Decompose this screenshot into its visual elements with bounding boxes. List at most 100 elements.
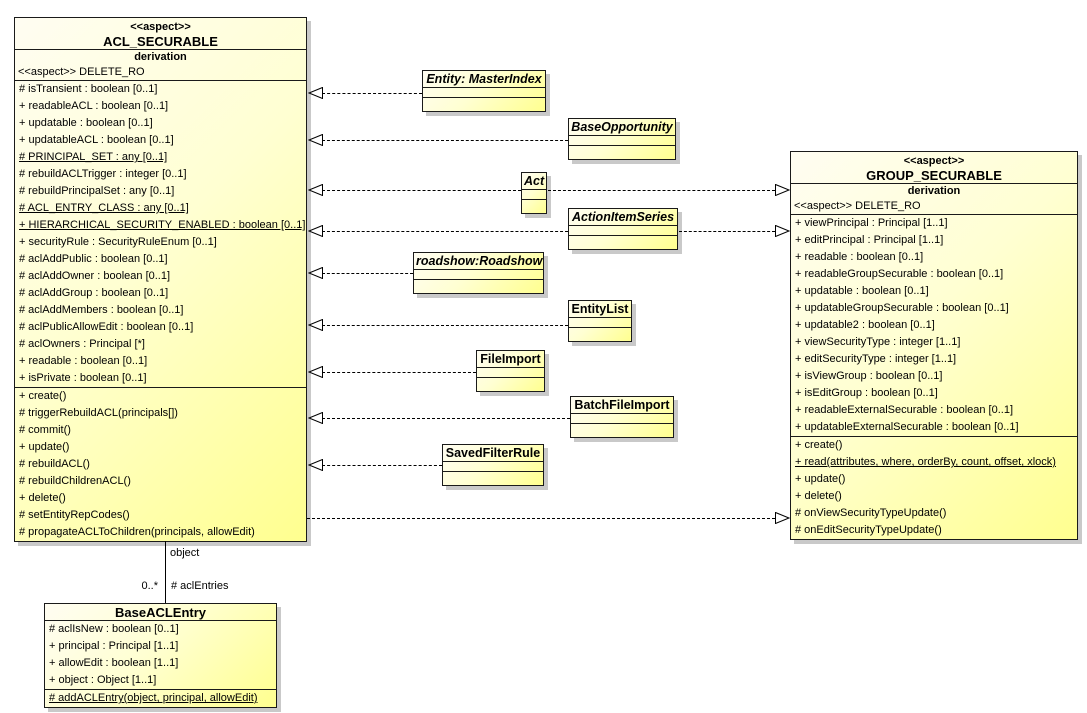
- class-batchfileimport[interactable]: BatchFileImport: [570, 396, 674, 438]
- hollow-triangle-left-icon: [307, 458, 323, 472]
- attribute-row: # rebuildACLTrigger : integer [0..1]: [19, 168, 187, 180]
- realization-line-savedfilterrule-acl: [322, 465, 442, 466]
- attribute-row: + updatable : boolean [0..1]: [795, 285, 929, 297]
- operation-row: # rebuildChildrenACL(): [19, 475, 131, 487]
- operation-row: # addACLEntry(object, principal, allowEd…: [49, 692, 258, 704]
- attribute-row: + readableGroupSecurable : boolean [0..1…: [795, 268, 1004, 280]
- attribute-row: + editPrincipal : Principal [1..1]: [795, 234, 944, 246]
- class-entity-masterindex[interactable]: Entity: MasterIndex: [422, 70, 546, 112]
- operation-row: + update(): [795, 473, 846, 485]
- class-fileimport[interactable]: FileImport: [476, 350, 545, 392]
- attribute-row: + viewPrincipal : Principal [1..1]: [795, 217, 948, 229]
- class-entitylist[interactable]: EntityList: [568, 300, 632, 342]
- class-title: Act: [522, 174, 546, 190]
- class-title: Entity: MasterIndex: [423, 71, 545, 88]
- realization-line-roadshow-acl: [322, 273, 413, 274]
- class-acl-securable[interactable]: <<aspect>> ACL_SECURABLE derivation <<as…: [14, 17, 307, 542]
- operation-row: + delete(): [19, 492, 66, 504]
- realization-line-entitylist-acl: [322, 325, 568, 326]
- attributes-compartment: [477, 368, 544, 378]
- attribute-row: + updatable2 : boolean [0..1]: [795, 319, 935, 331]
- attribute-row: + updatableGroupSecurable : boolean [0..…: [795, 302, 1009, 314]
- realization-line-fileimport-acl: [322, 372, 476, 373]
- hollow-triangle-left-icon: [307, 411, 323, 425]
- class-actionitemseries[interactable]: ActionItemSeries: [568, 208, 678, 250]
- class-title: GROUP_SECURABLE: [866, 168, 1002, 183]
- attributes-compartment: [569, 226, 677, 236]
- realization-line-acl-group: [307, 518, 775, 519]
- class-title: ActionItemSeries: [569, 209, 677, 226]
- operation-row: # setEntityRepCodes(): [19, 509, 130, 521]
- operation-row: # commit(): [19, 424, 71, 436]
- attribute-row: + updatableACL : boolean [0..1]: [19, 134, 174, 146]
- operations-compartment: + create()# triggerRebuildACL(principals…: [15, 387, 306, 541]
- class-savedfilterrule[interactable]: SavedFilterRule: [442, 444, 544, 486]
- attribute-row: + readableACL : boolean [0..1]: [19, 100, 169, 112]
- attribute-row: + object : Object [1..1]: [49, 674, 157, 686]
- class-stereotype: <<aspect>>: [130, 21, 191, 33]
- attribute-row: + updatable : boolean [0..1]: [19, 117, 153, 129]
- class-title: ACL_SECURABLE: [103, 34, 218, 49]
- attribute-row: + isViewGroup : boolean [0..1]: [795, 370, 943, 382]
- class-roadshow[interactable]: roadshow:Roadshow: [413, 252, 544, 294]
- realization-line-act-acl: [322, 190, 521, 191]
- operation-row: # onEditSecurityTypeUpdate(): [795, 524, 942, 536]
- class-baseopportunity[interactable]: BaseOpportunity: [568, 118, 676, 160]
- realization-line-actionitemseries-group: [679, 231, 775, 232]
- attribute-row: # ACL_ENTRY_CLASS : any [0..1]: [19, 202, 189, 214]
- attributes-compartment: [569, 136, 675, 146]
- attribute-row: # aclAddPublic : boolean [0..1]: [19, 253, 168, 265]
- class-act[interactable]: Act: [521, 172, 547, 214]
- realization-line-baseopportunity-acl: [322, 140, 568, 141]
- hollow-triangle-left-icon: [307, 365, 323, 379]
- operations-compartment: [522, 200, 546, 213]
- association-line-acl-baseaclentry: [165, 541, 166, 603]
- operations-compartment: [423, 98, 545, 111]
- operation-row: # propagateACLToChildren(principals, all…: [19, 526, 255, 538]
- class-title: FileImport: [477, 351, 544, 368]
- attribute-row: + isEditGroup : boolean [0..1]: [795, 387, 938, 399]
- attribute-row: + isPrivate : boolean [0..1]: [19, 372, 147, 384]
- operations-compartment: [477, 378, 544, 391]
- class-title: BaseACLEntry: [114, 605, 207, 620]
- hollow-triangle-left-icon: [307, 224, 323, 238]
- class-title: EntityList: [569, 301, 631, 318]
- operations-compartment: [569, 328, 631, 341]
- class-stereotype: <<aspect>>: [903, 155, 965, 167]
- attribute-row: # aclPublicAllowEdit : boolean [0..1]: [19, 321, 194, 333]
- attribute-row: + updatableExternalSecurable : boolean […: [795, 421, 1019, 433]
- operation-row: + read(attributes, where, orderBy, count…: [795, 456, 1056, 468]
- attribute-row: + readable : boolean [0..1]: [795, 251, 924, 263]
- association-role-object: object: [170, 547, 200, 559]
- hollow-triangle-left-icon: [307, 133, 323, 147]
- attribute-row: + allowEdit : boolean [1..1]: [49, 657, 179, 669]
- class-base-acl-entry[interactable]: BaseACLEntry # aclIsNew : boolean [0..1]…: [44, 603, 277, 708]
- operations-compartment: [571, 424, 673, 437]
- attribute-row: + readableExternalSecurable : boolean [0…: [795, 404, 1014, 416]
- operation-row: # onViewSecurityTypeUpdate(): [795, 507, 947, 519]
- operation-row: + update(): [19, 441, 70, 453]
- class-group-securable[interactable]: <<aspect>> GROUP_SECURABLE derivation <<…: [790, 151, 1078, 540]
- operations-compartment: + create() + read(attributes, where, orde…: [791, 436, 1077, 539]
- attribute-row: + securityRule : SecurityRuleEnum [0..1]: [19, 236, 217, 248]
- operations-compartment: [569, 236, 677, 249]
- operation-row: + create(): [795, 439, 843, 451]
- class-title: SavedFilterRule: [443, 445, 543, 462]
- hollow-triangle-right-icon: [775, 511, 791, 525]
- realization-line-act-group: [548, 190, 775, 191]
- attribute-row: # PRINCIPAL_SET : any [0..1]: [19, 151, 168, 163]
- hollow-triangle-left-icon: [307, 183, 323, 197]
- attributes-compartment: [414, 270, 543, 280]
- attributes-compartment: [569, 318, 631, 328]
- attributes-compartment: [522, 190, 546, 200]
- attribute-row: + HIERARCHICAL_SECURITY_ENABLED : boolea…: [19, 219, 306, 231]
- realization-line-actionitemseries-acl: [322, 231, 568, 232]
- attributes-compartment: [571, 414, 673, 424]
- attribute-row: + viewSecurityType : integer [1..1]: [795, 336, 961, 348]
- class-title: BatchFileImport: [571, 397, 673, 414]
- operations-compartment: # addACLEntry(object, principal, allowEd…: [45, 689, 276, 707]
- class-title: roadshow:Roadshow: [414, 254, 543, 270]
- attribute-row: # aclAddGroup : boolean [0..1]: [19, 287, 169, 299]
- attributes-compartment: [443, 462, 543, 472]
